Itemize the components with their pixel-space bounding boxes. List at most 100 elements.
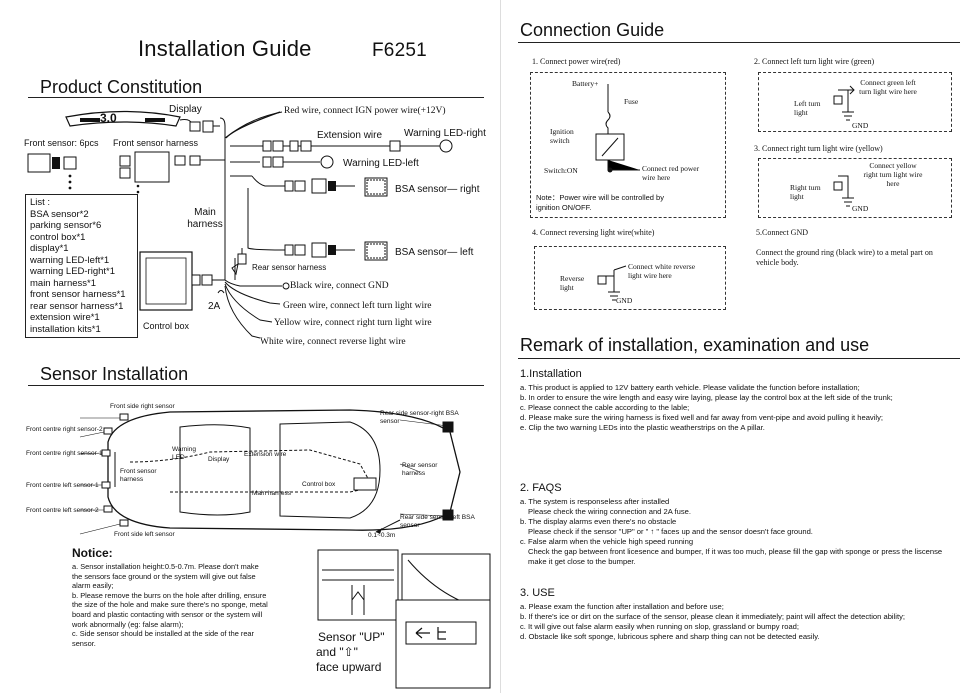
distance-label: 0.1~0.3m [368,532,396,539]
front-centre-left-2-label: Front centre left sensor-2 [26,507,99,514]
c1-switch: Switch:ON [544,166,578,175]
notice-title: Notice: [72,546,113,560]
notice-item: a. Sensor installation height:0.5-0.7m. … [72,562,259,591]
c1-connect: Connect red power wire here [642,164,700,182]
installation-list: a. This product is applied to 12V batter… [520,383,940,433]
list-item: c. It will give out false alarm easily w… [520,622,799,631]
list-item: installation kits*1 [30,323,101,335]
list-item: b. The display alarms even there's no ob… [520,517,677,526]
rear-harness-label: Rear sensor harness [252,263,327,272]
white-wire-label: White wire, connect reverse light wire [260,337,406,347]
and-arrow-label: and "⇧" [316,645,358,659]
connection-guide-heading: Connection Guide [520,20,665,40]
c1-ignition: Ignition switch [550,127,574,145]
bsa-sensor-left-label: BSA sensor— left [395,247,474,258]
model-number: F6251 [372,40,427,61]
control-box-label: Control box [143,321,190,331]
main-harness-car-label: Main harness [252,490,292,497]
c2-title: 2. Connect left turn light wire (green) [754,57,875,66]
rear-side-right-label: Rear side sensor-right BSA sensor [380,410,459,425]
front-harness-label: Front sensor harness [113,138,199,148]
list-item: c. Please connect the cable according to… [520,403,690,412]
extension-wire-label: Extension wire [317,130,383,141]
fuse-label: 2A [208,301,221,312]
display-label: Display [169,104,202,115]
heading-rule [518,358,960,359]
list-item: a. This product is applied to 12V batter… [520,383,860,392]
front-centre-left-1-label: Front centre left sensor-1 [26,482,99,489]
display-car-label: Display [208,456,230,463]
c1-circuit [595,84,640,173]
c3-connect: Connect yellow right turn light wire her… [863,161,923,188]
c3-light: Right turn light [790,183,821,201]
c1-note: Note：Power wire will be controlled by ig… [536,193,664,212]
list-item: b. If there's ice or dirt on the surface… [520,612,905,621]
rear-side-left-label: Rear side sensor-left BSA sensor [400,514,475,529]
heading-rule [28,97,484,98]
warning-led-car-label: Warning LED [172,446,196,461]
c4-box [534,246,726,310]
product-wiring-diagram [27,110,453,339]
c3-box [758,158,952,218]
car-top-view-diagram [79,409,461,535]
page-divider [500,0,501,693]
list-item: main harness*1 [30,277,97,289]
list-item: warning LED-left*1 [30,254,110,266]
sensor-up-label: Sensor "UP" [318,630,385,644]
control-box-car-label: Control box [302,481,336,488]
display-unit [65,110,181,127]
warning-led-right-label: Warning LED-right [404,128,486,139]
list-item: b. In order to ensure the wire length an… [520,393,893,402]
c4-gnd: GND [616,296,633,305]
notice-item: b. Please remove the burrs on the hole a… [72,590,268,629]
front-centre-right-2-label: Front centre right sensor-2 [26,426,103,433]
extension-wire-car-label: Extension wire [244,451,287,458]
c1-title: 1. Connect power wire(red) [532,57,621,66]
list-item: d. Please make sure the wiring harness i… [520,413,883,422]
c1-box [530,72,726,218]
sensor-up-illustration [317,549,491,689]
list-item: control box*1 [30,231,86,243]
list-item: extension wire*1 [30,312,100,323]
list-item: d. Obstacle like soft sponge, lubricous … [520,632,820,641]
c3-gnd: GND [852,204,869,213]
list-item: Check the gap between front licesence an… [528,547,943,566]
c2-gnd: GND [852,121,869,130]
list-item: display*1 [30,243,69,254]
c3-title: 3. Connect right turn light wire (yellow… [754,144,883,153]
c2-light: Left turn light [794,99,821,117]
red-wire-label: Red wire, connect IGN power wire(+12V) [284,106,446,116]
faqs-list: a. The system is responseless after inst… [520,497,948,567]
use-title: 3. USE [520,587,555,599]
front-centre-right-1-label: Front centre right sensor-1 [26,450,103,457]
c4-connect: Connect white reverse light wire here [628,262,696,280]
list-item: c. False alarm when the vehicle high spe… [520,537,694,546]
c2-circuit [833,85,855,121]
c5-title: 5.Connect GND [756,228,808,237]
front-side-right-sensor-label: Front side right sensor [110,403,175,410]
list-item: front sensor harness*1 [30,289,126,300]
parts-list-title: List : [30,197,51,208]
parts-list: List : BSA sensor*2 parking sensor*6 con… [25,194,138,338]
list-item: Please check if the sensor "UP" or " ↑ "… [528,527,813,536]
c1-battery: Battery+ [572,79,599,88]
list-item: a. The system is responseless after inst… [520,497,670,506]
c4-title: 4. Connect reversing light wire(white) [532,228,655,237]
sensor-installation-heading: Sensor Installation [40,364,189,384]
use-list: a. Please exam the function after instal… [520,602,940,642]
warning-led-left-label: Warning LED-left [343,158,419,169]
heading-rule [518,42,960,43]
remark-heading: Remark of installation, examination and … [520,335,870,355]
list-item: a. Please exam the function after instal… [520,602,724,611]
heading-rule [28,385,484,386]
green-wire-label: Green wire, connect left turn light wire [283,301,432,311]
c3-circuit [833,175,854,207]
c4-circuit [597,265,627,301]
faqs-title: 2. FAQS [520,482,562,494]
list-item: BSA sensor*2 [30,208,89,220]
list-item: parking sensor*6 [30,220,102,231]
notice-list: a. Sensor installation height:0.5-0.7m. … [72,562,270,648]
bsa-sensor-right-label: BSA sensor— right [395,184,480,195]
list-item: e. Clip the two warning LEDs into the pl… [520,423,765,432]
list-item: rear sensor harness*1 [30,300,124,312]
